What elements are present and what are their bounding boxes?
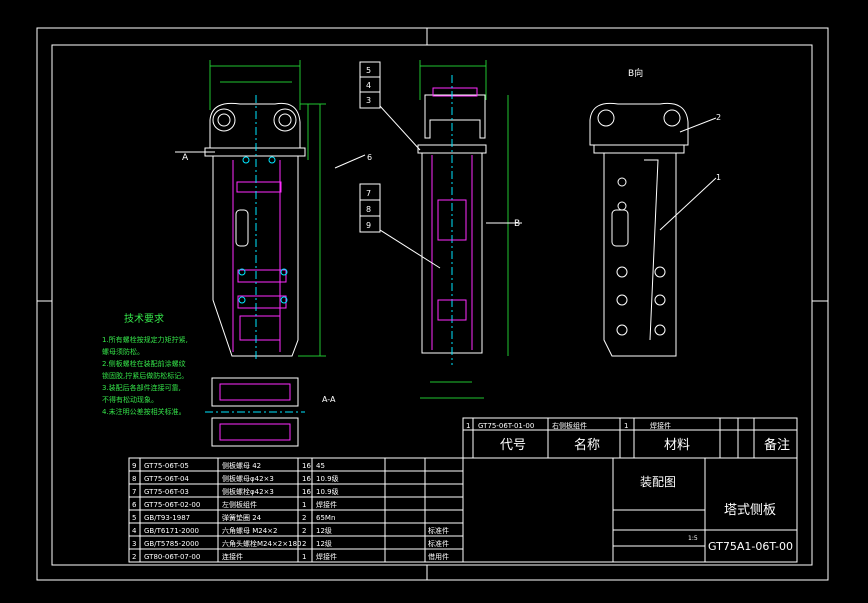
- parts-cell-qty: 2: [302, 514, 306, 522]
- tech-req-line: 3.装配后各部件连接可靠,: [102, 383, 181, 392]
- callout-9: 9: [366, 221, 371, 230]
- parts-cell-mat: 45: [316, 462, 325, 470]
- tech-req-line: 螺母须防松。: [102, 347, 144, 356]
- tech-req-line: 4.未注明公差按相关标准。: [102, 407, 186, 416]
- parts-cell-mat: 12级: [316, 526, 332, 535]
- header-remark: 备注: [764, 437, 790, 453]
- label-a: A: [182, 153, 189, 163]
- header-name: 名称: [574, 437, 600, 453]
- parts-cell-name: 六角头螺栓M24×2×180: [222, 539, 302, 548]
- callout-1: 1: [716, 173, 721, 182]
- parts-cell-name: 侧板螺母 42: [222, 461, 261, 470]
- title-block: 装配图 塔式侧板 GT75A1-06T-00 1:5: [462, 457, 798, 563]
- parts-cell-name: 侧板螺母φ42×3: [222, 474, 274, 483]
- b-view: B向 2 1: [589, 67, 721, 357]
- parts-cell-qty: 1: [302, 501, 306, 509]
- parts-cell-code: GB/T93-1987: [144, 514, 190, 522]
- top-row-qty: 1: [624, 422, 628, 430]
- callout-4: 4: [366, 81, 371, 90]
- tech-req-line: 锁固胶,拧紧后做防松标记。: [102, 371, 188, 380]
- front-view: [175, 60, 366, 360]
- parts-cell-code: GT75-06T-05: [144, 462, 189, 470]
- tech-req-line: 2.侧板螺栓在装配前涂螺纹: [102, 359, 186, 368]
- sheet-title: 装配图: [640, 475, 676, 489]
- parts-row: 4 GB/T6171-2000 六角螺母 M24×2 2 12级 标准件: [129, 526, 463, 537]
- technical-requirements: 技术要求 1.所有螺栓按规定力矩拧紧, 螺母须防松。 2.侧板螺栓在装配前涂螺纹…: [102, 312, 188, 416]
- parts-row: 8 GT75-06T-04 侧板螺母φ42×3 16 10.9级: [129, 474, 463, 485]
- parts-cell-code: GT75-06T-02-00: [144, 501, 200, 509]
- parts-cell-qty: 16: [302, 488, 311, 496]
- top-row-idx: 1: [466, 422, 470, 430]
- parts-cell-mat: 12级: [316, 539, 332, 548]
- top-row-mat: 焊接件: [650, 421, 671, 430]
- parts-row: 2 GT80-06T-07-00 连接件 1 焊接件 借用件: [129, 552, 463, 563]
- parts-cell-qty: 2: [302, 527, 306, 535]
- parts-row: 5 GB/T93-1987 弹簧垫圈 24 2 65Mn: [129, 513, 463, 524]
- parts-cell-name: 六角螺母 M24×2: [222, 526, 278, 535]
- parts-cell-idx: 2: [132, 553, 136, 561]
- drawing-number: GT75A1-06T-00: [708, 540, 793, 553]
- tech-req-line: 1.所有螺栓按规定力矩拧紧,: [102, 335, 188, 344]
- parts-cell-idx: 8: [132, 475, 136, 483]
- callout-2: 2: [716, 113, 721, 122]
- parts-cell-code: GT80-06T-07-00: [144, 553, 200, 561]
- parts-cell-mat: 焊接件: [316, 500, 337, 509]
- parts-cell-idx: 7: [132, 488, 136, 496]
- parts-cell-remark: 借用件: [428, 552, 449, 561]
- parts-cell-remark: 标准件: [428, 539, 449, 548]
- parts-cell-idx: 3: [132, 540, 136, 548]
- parts-cell-idx: 9: [132, 462, 136, 470]
- parts-cell-qty: 2: [302, 540, 306, 548]
- parts-cell-name: 连接件: [222, 552, 243, 561]
- parts-cell-mat: 10.9级: [316, 487, 339, 496]
- parts-row: 7 GT75-06T-03 侧板螺栓φ42×3 16 10.9级: [129, 487, 463, 498]
- top-row-code: GT75-06T-01-00: [478, 422, 534, 430]
- parts-cell-qty: 16: [302, 462, 311, 470]
- parts-row: 6 GT75-06T-02-00 左侧板组件 1 焊接件: [129, 500, 463, 511]
- parts-cell-code: GB/T5785-2000: [144, 540, 199, 548]
- parts-cell-name: 侧板螺栓φ42×3: [222, 487, 274, 496]
- parts-cell-qty: 1: [302, 553, 306, 561]
- view-b-title: B向: [628, 67, 643, 79]
- callout-group: 5 4 3 7 8 9 6 B A: [182, 61, 520, 269]
- scale: 1:5: [688, 535, 698, 542]
- inner-border: [51, 44, 813, 566]
- outer-border: [36, 27, 829, 581]
- callout-7: 7: [366, 189, 371, 198]
- section-aa: A-A: [205, 377, 336, 447]
- parts-table-top: 1 GT75-06T-01-00 右侧板组件 1 焊接件 代号 名称 材料 备注: [462, 417, 798, 459]
- parts-cell-qty: 16: [302, 475, 311, 483]
- parts-cell-name: 弹簧垫圈 24: [222, 513, 262, 522]
- callout-3: 3: [366, 96, 371, 105]
- side-view: [417, 60, 522, 399]
- label-b: B: [514, 219, 520, 229]
- parts-cell-mat: 65Mn: [316, 514, 335, 522]
- section-label: A-A: [322, 395, 336, 404]
- parts-cell-code: GT75-06T-04: [144, 475, 189, 483]
- parts-cell-remark: 标准件: [428, 526, 449, 535]
- callout-8: 8: [366, 205, 371, 214]
- header-code: 代号: [500, 438, 526, 453]
- parts-cell-idx: 6: [132, 501, 137, 509]
- drawing-name: 塔式侧板: [724, 503, 776, 518]
- parts-cell-code: GT75-06T-03: [144, 488, 189, 496]
- parts-cell-idx: 4: [132, 527, 137, 535]
- parts-cell-idx: 5: [132, 514, 136, 522]
- parts-cell-code: GB/T6171-2000: [144, 527, 199, 535]
- callout-5: 5: [366, 66, 371, 75]
- callout-6: 6: [367, 153, 372, 162]
- top-row-name: 右侧板组件: [552, 421, 587, 430]
- header-material: 材料: [664, 438, 690, 453]
- parts-cell-mat: 焊接件: [316, 552, 337, 561]
- parts-cell-name: 左侧板组件: [222, 500, 257, 509]
- tech-req-title: 技术要求: [124, 312, 164, 325]
- parts-cell-mat: 10.9级: [316, 474, 339, 483]
- tech-req-line: 不得有松动现象。: [102, 395, 158, 404]
- parts-row: 9 GT75-06T-05 侧板螺母 42 16 45: [129, 461, 463, 472]
